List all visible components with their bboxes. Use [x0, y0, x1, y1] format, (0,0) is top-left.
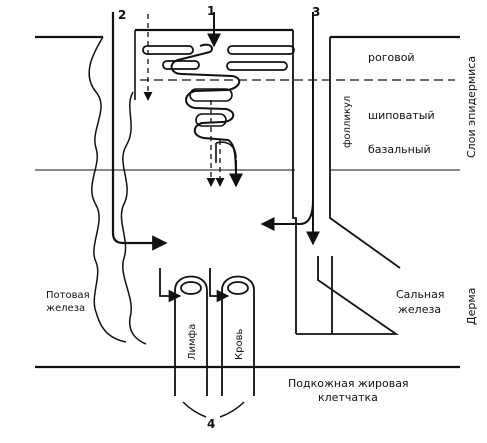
- marker-3: 3: [312, 5, 320, 19]
- label-subcutaneous-1: Подкожная жировая: [288, 377, 409, 390]
- hair-follicle-and-sebaceous-gland: [292, 30, 401, 335]
- blood-vessel-inner: [227, 281, 249, 295]
- label-horny-layer: роговой: [368, 51, 415, 64]
- arrow-into-blood: [209, 268, 230, 303]
- label-follicle: фолликул: [342, 96, 353, 148]
- granular-cells: [189, 88, 237, 163]
- label-basal-layer: базальный: [368, 143, 431, 156]
- label-sweat-gland-2: железа: [46, 303, 85, 314]
- sweat-gland-right-wall: [120, 91, 147, 345]
- arrow-into-lymph: [159, 268, 182, 303]
- layer-boundaries: [35, 28, 460, 369]
- lymph-and-blood-vessels: [174, 275, 255, 396]
- horny-layer-scales: [142, 45, 295, 71]
- label-epidermis-layers: Слои эпидермиса: [465, 56, 478, 158]
- pathway-3-branch: [260, 199, 314, 231]
- lymph-vessel: [174, 275, 208, 396]
- label-sweat-gland-1: Потовая: [46, 290, 90, 301]
- label-sebaceous-gland-2: железа: [398, 303, 441, 316]
- pathway-2-route: [111, 12, 168, 251]
- label-sebaceous-gland-1: Сальная: [396, 288, 445, 301]
- label-blood: Кровь: [234, 329, 245, 360]
- label-dermis: Дерма: [465, 288, 478, 325]
- label-lymph: Лимфа: [187, 324, 198, 360]
- marker-1: 1: [207, 4, 215, 18]
- label-subcutaneous-2: клетчатка: [318, 391, 378, 404]
- marker-2: 2: [118, 8, 126, 22]
- sweat-gland: [88, 36, 147, 345]
- follicle-left-wall: [292, 30, 297, 334]
- follicle-right-wall: [329, 37, 401, 269]
- marker-4: 4: [207, 417, 215, 431]
- sebaceous-gland-outline: [317, 256, 399, 335]
- vessels-bracket: [182, 401, 245, 418]
- lymph-vessel-inner: [180, 281, 202, 295]
- label-spinous-layer: шиповатый: [368, 109, 435, 122]
- sweat-gland-left-wall: [88, 36, 127, 343]
- blood-vessel: [221, 275, 255, 396]
- pathway-1-route: [170, 43, 241, 185]
- dashed-arrows: [143, 14, 225, 187]
